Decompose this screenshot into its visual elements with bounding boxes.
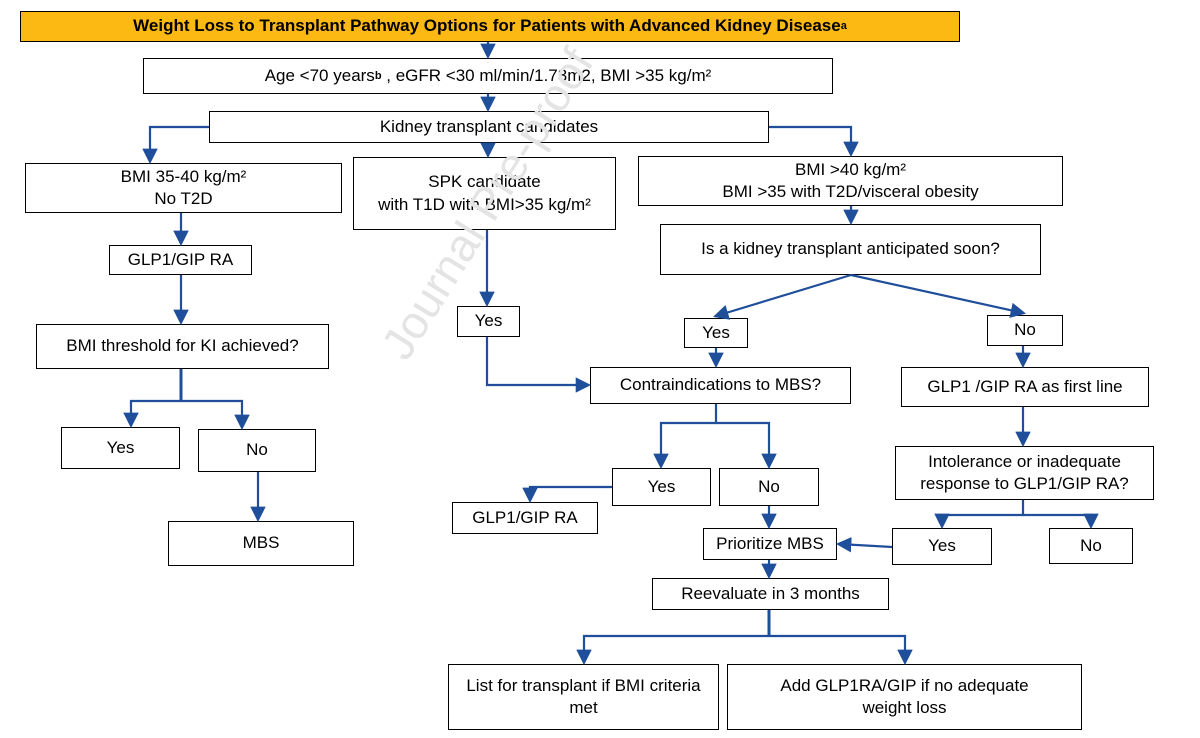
- intolerance-line2: response to GLP1/GIP RA?: [920, 474, 1129, 493]
- arrow-contra-to-no: [716, 421, 777, 470]
- spk-yes-box: Yes: [457, 306, 520, 337]
- left-bmi-line1: BMI 35-40 kg/m²: [120, 166, 247, 186]
- criteria-age: Age <70 years: [264, 65, 375, 85]
- left-yes-box: Yes: [61, 427, 180, 469]
- glp1-gip-box: GLP1/GIP RA: [452, 502, 598, 534]
- reevaluate-label: Reevaluate in 3 months: [681, 583, 860, 603]
- arrow-contra-to-yes: [653, 404, 718, 470]
- right-bmi-line1: BMI >40 kg/m²: [794, 159, 906, 179]
- right-bmi-line2: BMI >35 with T2D/visceral obesity: [722, 182, 979, 201]
- prioritize-label: Prioritize MBS: [716, 533, 824, 553]
- prioritize-box: Prioritize MBS: [703, 528, 837, 560]
- spk-line2: with T1D with BMI>35 kg/m²: [378, 194, 591, 214]
- title-text: Weight Loss to Transplant Pathway Option…: [133, 16, 841, 36]
- intolerance-no-label: No: [1080, 535, 1102, 555]
- first-line-box: GLP1 /GIP RA as first line: [901, 367, 1149, 407]
- contra-no-box: No: [719, 468, 819, 506]
- left-no-box: No: [198, 429, 316, 472]
- intolerance-line1: Intolerance or inadequate: [928, 451, 1121, 471]
- add-glp1-line2: weight loss: [862, 698, 947, 717]
- spk-yes-label: Yes: [474, 311, 503, 331]
- arrow-spk-yes-to-contra: [485, 337, 592, 393]
- left-bmi-line2: No T2D: [154, 189, 213, 208]
- candidates-label: Kidney transplant candidates: [379, 116, 599, 136]
- left-yes-label: Yes: [106, 437, 135, 457]
- left-threshold-box: BMI threshold for KI achieved?: [36, 324, 329, 369]
- contra-no-label: No: [758, 476, 780, 496]
- criteria-egfr-bmi: , eGFR <30 ml/min/1.73m2, BMI >35 kg/m²: [381, 65, 712, 85]
- anticipated-no-label: No: [1014, 320, 1036, 340]
- contraindications-label: Contraindications to MBS?: [619, 375, 822, 395]
- arrow-intolerance-to-yes: [934, 500, 1025, 530]
- glp1-gip-label: GLP1/GIP RA: [472, 507, 578, 527]
- anticipated-yes-box: Yes: [684, 318, 748, 348]
- left-bmi-box: BMI 35-40 kg/m² No T2D: [25, 163, 342, 213]
- arrow-reevaluate-to-add: [769, 634, 913, 666]
- spk-box: SPK candidate with T1D with BMI>35 kg/m²: [353, 157, 616, 230]
- left-threshold-label: BMI threshold for KI achieved?: [66, 336, 299, 356]
- add-glp1-box: Add GLP1RA/GIP if no adequate weight los…: [727, 664, 1082, 730]
- criteria-footnote-mark: b: [374, 69, 382, 82]
- reevaluate-box: Reevaluate in 3 months: [652, 578, 889, 610]
- intolerance-yes-box: Yes: [892, 528, 992, 565]
- arrow-intolerance-yes-to-prioritize: [835, 537, 893, 553]
- title-footnote-mark: a: [840, 20, 847, 33]
- anticipated-label: Is a kidney transplant anticipated soon?: [701, 239, 1000, 259]
- spk-line1: SPK candidate: [428, 172, 541, 192]
- list-transplant-line2: met: [569, 698, 598, 717]
- contraindications-box: Contraindications to MBS?: [590, 367, 851, 404]
- anticipated-yes-label: Yes: [702, 322, 730, 342]
- mbs-label: MBS: [242, 533, 280, 553]
- contra-yes-label: Yes: [647, 476, 676, 496]
- arrow-contra-yes-to-glp1-gip: [522, 485, 612, 504]
- arrow-anticipated-to-yes: [713, 273, 852, 320]
- intolerance-box: Intolerance or inadequate response to GL…: [895, 446, 1154, 500]
- left-glp1-box: GLP1/GIP RA: [109, 245, 252, 275]
- add-glp1-line1: Add GLP1RA/GIP if no adequate: [780, 675, 1029, 695]
- arrow-reevaluate-to-list: [576, 634, 769, 666]
- left-no-label: No: [246, 440, 268, 460]
- flowchart-title: Weight Loss to Transplant Pathway Option…: [20, 11, 960, 42]
- arrow-intolerance-to-no: [1023, 513, 1099, 530]
- arrow-threshold-to-yes: [123, 399, 181, 429]
- arrow-threshold-to-no: [181, 399, 250, 431]
- arrow-candidates-to-left-bmi: [142, 125, 209, 165]
- list-transplant-line1: List for transplant if BMI criteria: [466, 675, 701, 695]
- intolerance-yes-label: Yes: [928, 536, 956, 556]
- first-line-label: GLP1 /GIP RA as first line: [927, 376, 1123, 396]
- arrow-candidates-to-right-bmi: [769, 125, 859, 158]
- left-glp1-label: GLP1/GIP RA: [127, 249, 234, 269]
- arrow-anticipated-to-no: [850, 273, 1027, 318]
